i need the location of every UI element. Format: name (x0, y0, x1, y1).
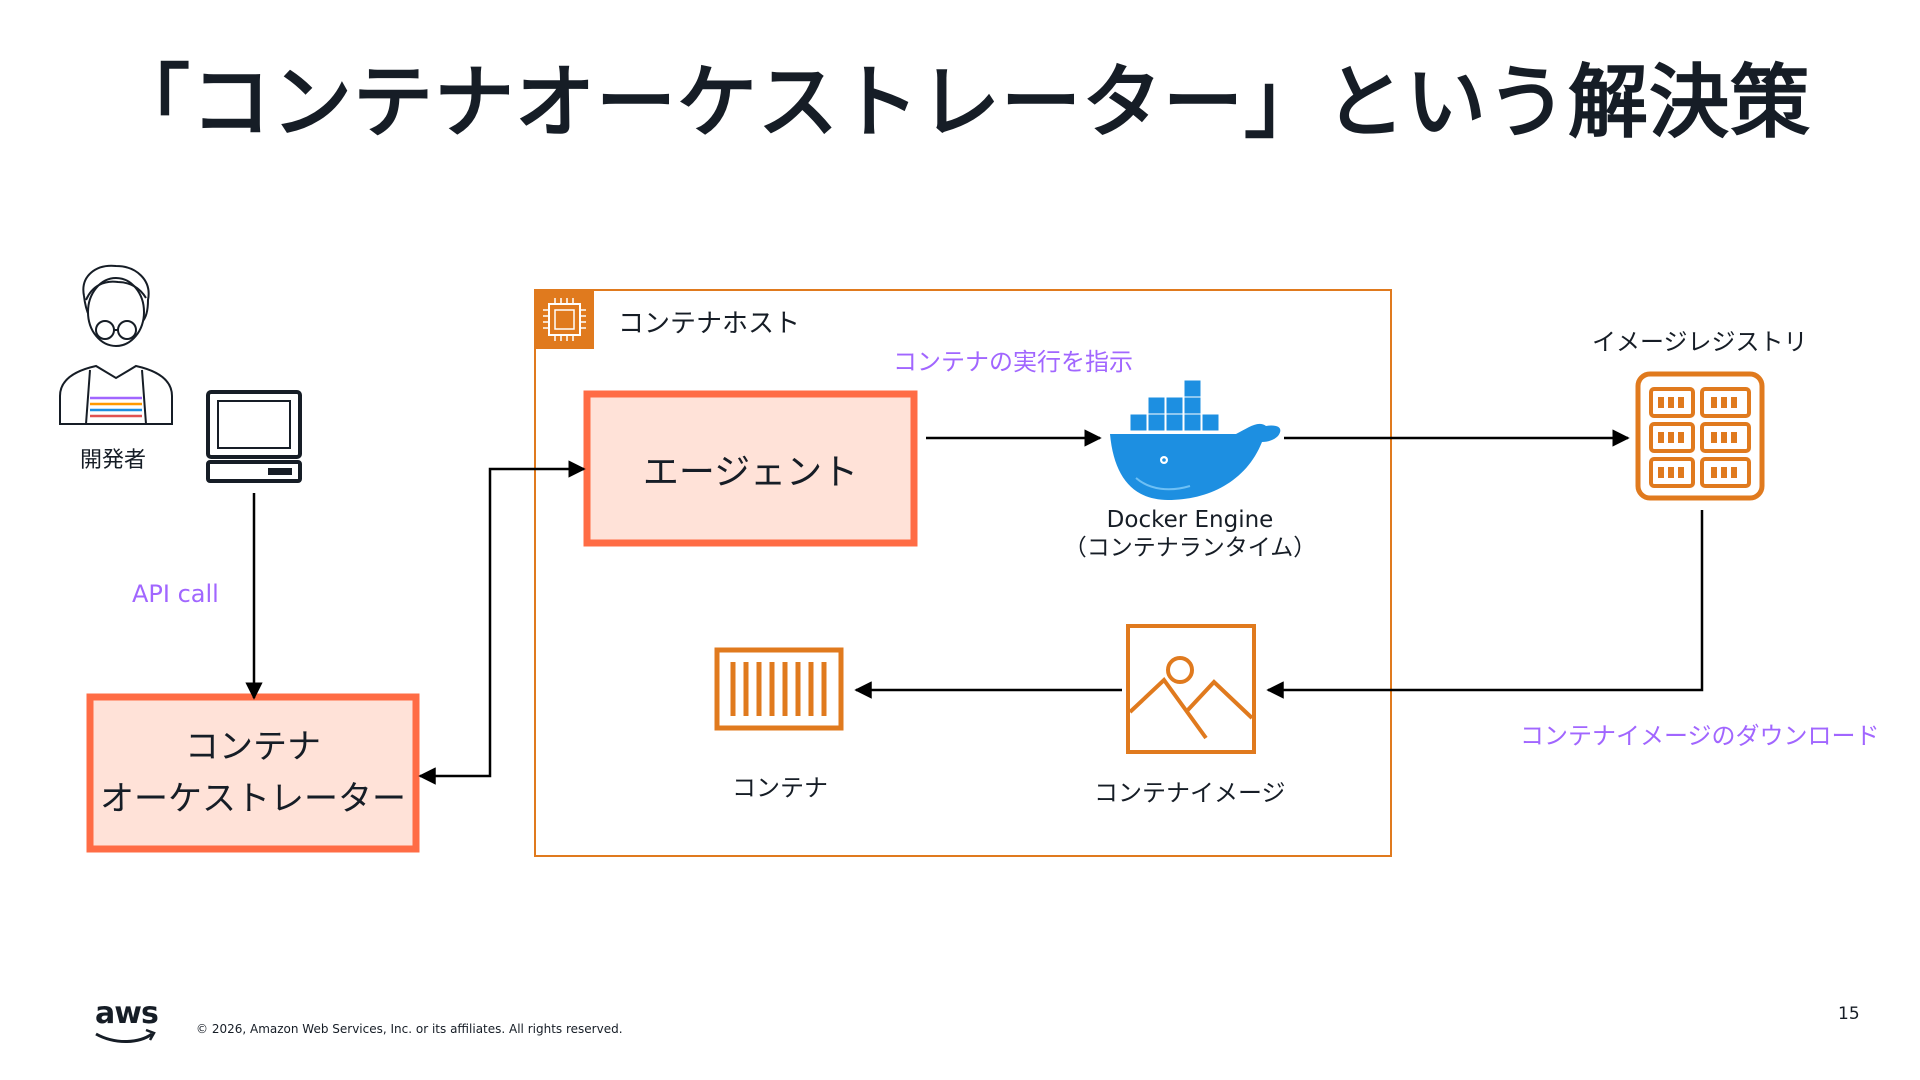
image-registry-label: イメージレジストリ (1592, 328, 1808, 356)
aws-logo-icon (95, 1032, 153, 1043)
page-title: 「コンテナオーケストレーター」という解決策 (110, 56, 1811, 149)
instruct-label: コンテナの実行を指示 (893, 348, 1133, 376)
orchestrator-agent-connector (418, 460, 586, 785)
orchestrator-line2: オーケストレーター (100, 779, 406, 819)
aws-logo-text: aws (95, 996, 159, 1031)
api-call-label: API call (132, 580, 219, 608)
orchestrator-text: コンテナ オーケストレーター (90, 697, 416, 849)
agent-label: エージェント (642, 451, 859, 493)
registry-icon (1635, 371, 1765, 501)
developer-label: 開発者 (80, 448, 147, 473)
image-download-label: コンテナイメージのダウンロード (1520, 722, 1880, 750)
orchestrator-box (86, 693, 420, 853)
container-icon (714, 647, 844, 731)
computer-icon (206, 390, 302, 483)
docker-whale-icon (1110, 379, 1281, 500)
container-image-label: コンテナイメージ (1094, 779, 1286, 807)
container-label: コンテナ (732, 774, 828, 802)
registry-image-connector (1266, 510, 1704, 699)
docker-engine-text: Docker Engine （コンテナランタイム） (1040, 504, 1340, 564)
aws-logo-arrow (145, 1028, 156, 1041)
copyright-text: © 2026, Amazon Web Services, Inc. or its… (196, 1022, 623, 1036)
chip-icon (535, 290, 594, 349)
agent-text: エージェント (587, 394, 914, 543)
developer-icon (59, 264, 173, 425)
page-number: 15 (1838, 1004, 1860, 1024)
agent-box (583, 390, 918, 547)
container-runtime-label: （コンテナランタイム） (1063, 535, 1317, 561)
docker-engine-label: Docker Engine (1106, 507, 1274, 533)
image-icon (1126, 624, 1256, 754)
container-host-label: コンテナホスト (618, 309, 801, 339)
orchestrator-line1: コンテナ (185, 727, 321, 767)
